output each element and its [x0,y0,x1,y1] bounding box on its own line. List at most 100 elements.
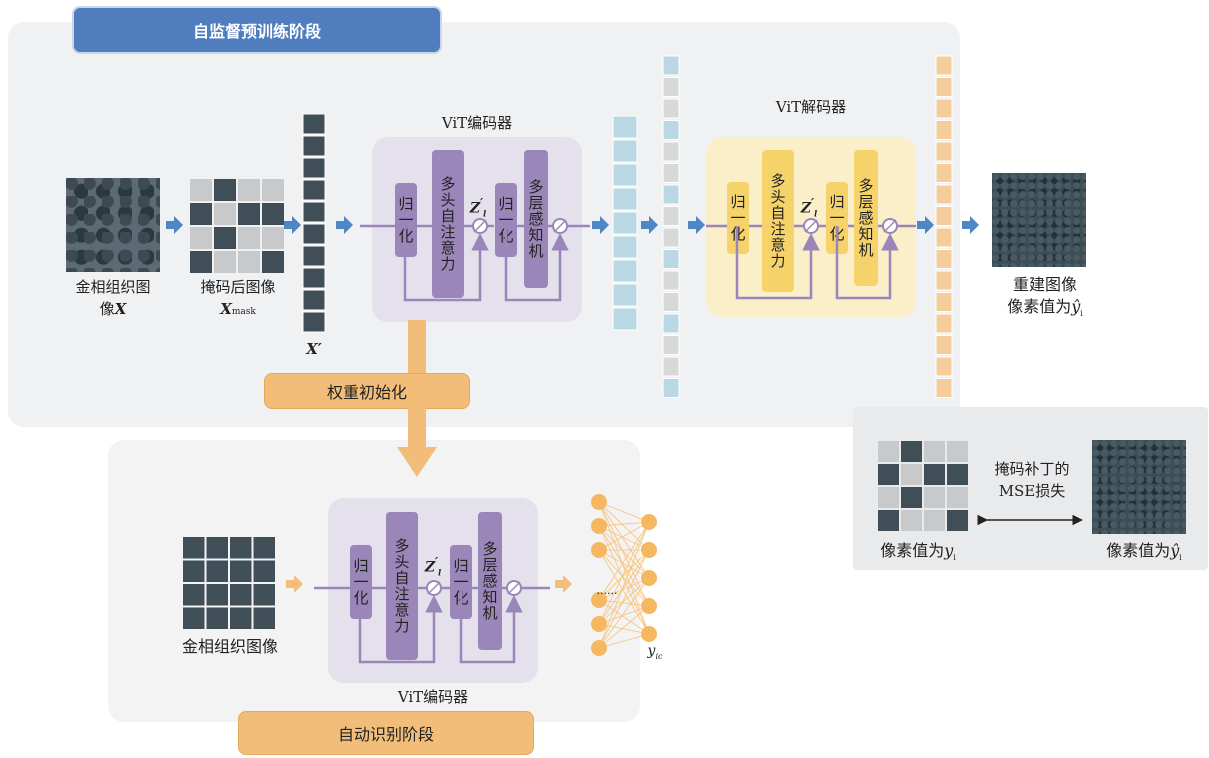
patch-sequence [302,113,326,335]
output-neuron [641,598,657,614]
nn-connection [598,501,650,635]
decoded-token [935,270,953,291]
decoded-token [935,206,953,226]
decoder-norm1: 归一化 [727,182,749,254]
encoder2-attention: 多头自注意力 [386,512,418,660]
decoder-output-tokens [935,55,953,400]
mask-patch [262,251,284,273]
sequence-token [662,249,680,269]
nn-connection [598,525,650,635]
mask-patch [183,560,205,582]
decoder-attention: 多头自注意力 [762,150,794,292]
encoder2-title: ViT编码器 [397,688,469,706]
patch-token [302,289,326,311]
mask-patch [206,537,228,559]
mask-patch [901,464,922,485]
nn-connection [598,549,650,607]
mask-patch [878,441,899,462]
nn-connection [598,501,650,551]
encoded-token [612,187,638,211]
nn-connection [598,549,650,635]
encoded-token [612,307,638,331]
mask-patch [878,510,899,531]
mask-patch [924,510,945,531]
mask-patch [238,251,260,273]
mask-patch [183,584,205,606]
nn-connection [598,633,650,649]
patch-token [302,245,326,267]
mask-patch [947,441,968,462]
mask-patch [214,203,236,225]
patch-token [302,157,326,179]
sequence-token [662,55,680,76]
decoded-token [935,356,953,377]
sequence-token [662,227,680,248]
input-neuron [591,494,607,510]
weight-init-label: 权重初始化 [264,373,470,409]
sequence-token [662,206,680,226]
reconstructed-image [992,173,1086,267]
input-neuron [591,640,607,656]
full-token-sequence [662,55,680,400]
sequence-token [662,77,680,97]
input-caption: 金相组织图 像X [75,278,151,318]
decoded-token [935,77,953,97]
mask-patch [238,227,260,249]
sequence-token [662,163,680,183]
stage2-input-caption: 金相组织图像 [181,637,278,656]
mask-patch [206,560,228,582]
mask-patch [183,537,205,559]
decoded-token [935,335,953,355]
nn-connection [598,521,650,625]
encoded-token [612,259,638,283]
mask-patch [190,179,212,201]
nn-connection [598,605,650,625]
mask-patch [262,203,284,225]
encoder2-mlp: 多层感知机 [478,512,502,650]
mask-patch [253,584,275,606]
loss-masked-patches [877,440,969,532]
mask-patch [214,251,236,273]
decoded-token [935,292,953,312]
decoded-token [935,141,953,162]
sequence-token [662,313,680,334]
encoder-attention: 多头自注意力 [432,150,464,298]
sequence-token [662,184,680,205]
input-neuron [591,616,607,632]
micrograph-input-image [66,178,160,272]
output-neuron [641,542,657,558]
patch-token [302,267,326,289]
sequence-token [662,120,680,140]
encoded-token [612,115,638,139]
decoded-token [935,163,953,183]
sequence-token [662,335,680,355]
patch-token [302,223,326,245]
sequence-token [662,270,680,291]
encoder-norm2: 归一化 [495,183,517,257]
mask-patch [238,179,260,201]
mask-patch [206,584,228,606]
patch-token [302,113,326,135]
mask-patch [230,607,252,629]
encoder-output-tokens [612,115,638,337]
sequence-token [662,356,680,377]
input-neuron [591,518,607,534]
mask-patch [253,560,275,582]
nn-connection [598,577,650,601]
mask-patch [924,441,945,462]
mask-patch [214,227,236,249]
mask-patch [230,560,252,582]
recognition-stage-title: 自动识别阶段 [238,711,534,755]
decoder-mlp: 多层感知机 [854,150,878,286]
decoded-token [935,378,953,398]
nn-connection [598,549,650,649]
patch-sequence-label: X′ [306,340,322,358]
encoder-z-label: Z′l [469,196,487,219]
mask-patch [878,487,899,508]
nn-connection [598,501,650,607]
mask-patch [947,487,968,508]
input-neuron [591,542,607,558]
patch-token [302,135,326,157]
masked-caption: 掩码后图像 Xmask [200,278,276,318]
encoder2-norm1: 归一化 [350,545,372,619]
